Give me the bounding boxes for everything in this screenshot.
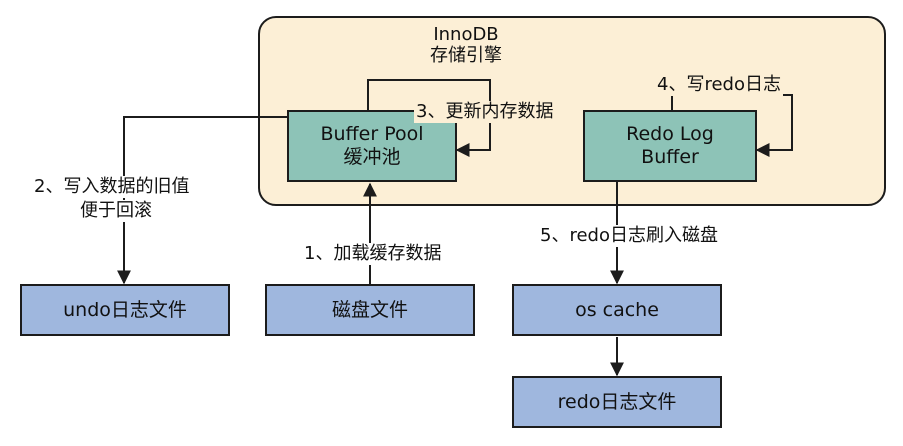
engine-title: InnoDB 存储引擎 — [376, 24, 556, 66]
step-3-label: 3、更新内存数据 — [414, 101, 556, 123]
redo-log-buffer-box: Redo Log Buffer — [583, 110, 757, 182]
engine-title-line2: 存储引擎 — [430, 45, 502, 66]
redo-log-buffer-line1: Redo Log — [626, 123, 714, 145]
arrow-write-redo — [671, 94, 793, 157]
step-5-label: 5、redo日志刷入磁盘 — [538, 225, 720, 247]
buffer-pool-box: Buffer Pool 缓冲池 — [287, 110, 457, 182]
arrow-update-memory — [367, 79, 491, 157]
step-2-label-line1: 2、写入数据的旧值 — [32, 176, 192, 198]
redo-log-file-label: redo日志文件 — [557, 390, 677, 413]
step-2-label-line2: 便于回滚 — [78, 200, 154, 222]
arrow-undo — [117, 116, 287, 285]
step-4-label: 4、写redo日志 — [655, 74, 783, 96]
os-cache-box: os cache — [512, 284, 722, 336]
engine-title-line1: InnoDB — [433, 24, 499, 45]
step-1-label: 1、加载缓存数据 — [302, 243, 444, 265]
disk-file-label: 磁盘文件 — [331, 298, 408, 321]
undo-log-file-label: undo日志文件 — [63, 298, 187, 321]
buffer-pool-line2: 缓冲池 — [343, 146, 401, 168]
os-cache-label: os cache — [575, 298, 659, 321]
buffer-pool-line1: Buffer Pool — [320, 123, 424, 145]
undo-log-file-box: undo日志文件 — [20, 284, 230, 336]
disk-file-box: 磁盘文件 — [265, 284, 475, 336]
redo-log-file-box: redo日志文件 — [512, 376, 722, 428]
redo-log-buffer-line2: Buffer — [641, 146, 699, 168]
